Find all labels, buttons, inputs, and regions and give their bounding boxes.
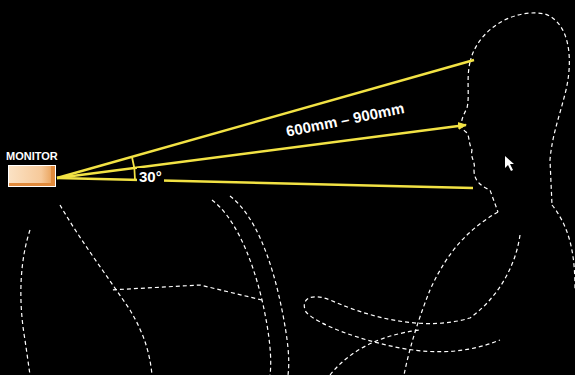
driver-silhouette (21, 13, 575, 375)
sight-line-middle (57, 125, 466, 178)
monitor: MONITOR (6, 150, 58, 187)
steering-column (110, 285, 262, 300)
cursor-icon (505, 156, 514, 171)
monitor-box (8, 165, 56, 187)
steering-wheel (212, 200, 271, 375)
face-profile (461, 62, 498, 212)
leg (330, 330, 420, 375)
sight-line-upper (57, 60, 474, 178)
dashboard-lower (21, 230, 30, 375)
steering-wheel-rim (230, 196, 289, 375)
dashboard (60, 205, 152, 375)
device-label: MONITOR (6, 150, 58, 162)
angle-dimension: 30° (137, 168, 164, 185)
sight-line-lower (57, 178, 473, 188)
angle-arc (132, 157, 135, 180)
torso-back (552, 205, 575, 290)
distance-dimension: 600mm – 900mm (284, 99, 405, 140)
head-outline (470, 13, 569, 205)
arm (304, 235, 520, 352)
